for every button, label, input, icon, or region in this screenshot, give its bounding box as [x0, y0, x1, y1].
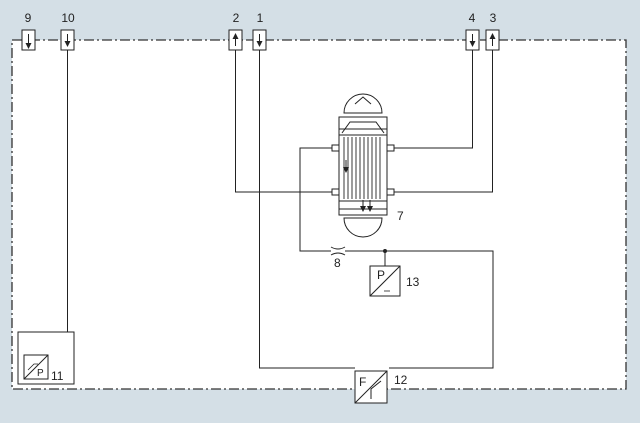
label-pressure-sensor: 13 — [406, 275, 420, 289]
label-3: 3 — [490, 11, 497, 25]
connector-3[interactable] — [485, 29, 500, 51]
label-flow-sensor: 12 — [394, 373, 408, 387]
heat-exchanger — [331, 93, 395, 238]
pressure-sensor-letter: P — [377, 268, 385, 282]
flow-sensor-letter: F — [359, 375, 366, 389]
label-4: 4 — [469, 11, 476, 25]
pressure-module: P — [23, 354, 49, 380]
label-10: 10 — [61, 11, 75, 25]
connector-4[interactable] — [465, 29, 480, 51]
junction-node — [383, 249, 387, 253]
system-boundary — [11, 39, 627, 390]
connector-9[interactable] — [21, 29, 36, 51]
label-throttle: 8 — [334, 256, 341, 270]
pressure-module-letter: P — [37, 368, 44, 379]
connector-1[interactable] — [252, 29, 267, 51]
label-pressure-module: 11 — [51, 369, 64, 383]
connector-10[interactable] — [60, 29, 75, 51]
connector-2[interactable] — [228, 29, 243, 51]
label-heat-exchanger: 7 — [397, 209, 404, 223]
throttle-valve — [330, 246, 346, 256]
label-2: 2 — [233, 11, 240, 25]
label-9: 9 — [25, 11, 32, 25]
flow-sensor: F — [354, 370, 388, 404]
label-1: 1 — [257, 11, 264, 25]
pressure-sensor: P — [369, 265, 401, 297]
